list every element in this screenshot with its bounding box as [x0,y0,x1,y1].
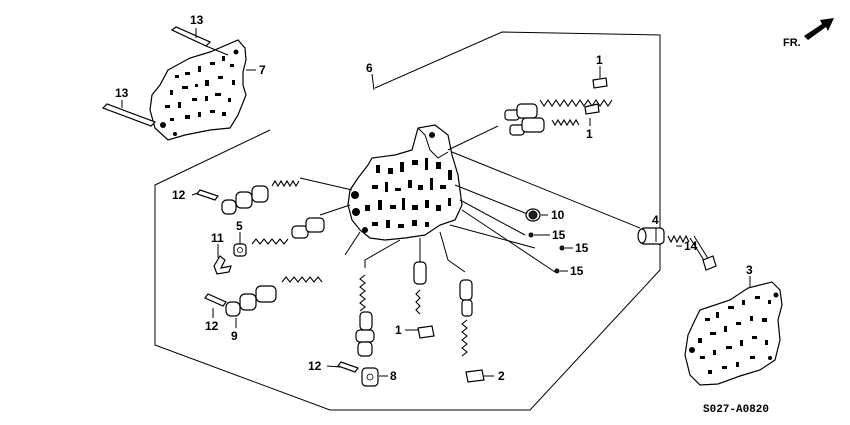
upper-separator-plate [149,39,247,141]
callout-12-bottom: 12 [308,359,322,373]
callout-6: 6 [366,61,373,75]
callout-leaders [121,28,751,377]
leader-lines [299,125,641,273]
callout-1-top: 1 [596,53,603,67]
right-side-small-parts [525,208,717,274]
callout-15-middle: 15 [575,241,589,255]
callout-numbers: 13 13 7 6 1 1 12 5 11 12 9 12 8 1 2 10 1… [115,13,753,383]
assembly-outline [154,31,661,411]
callout-10: 10 [551,208,565,222]
callout-2: 2 [498,369,505,383]
bottom-center-valve-group [337,261,485,387]
dowel-pin-upper [170,26,229,56]
left-valve-group [196,179,325,317]
callout-9: 9 [231,329,238,343]
dowel-pin-lower [101,103,157,127]
callout-5: 5 [236,219,243,233]
callout-12-middle: 12 [205,319,219,333]
forward-arrow-icon [804,18,834,40]
callout-13-upper: 13 [190,13,204,27]
callout-15-upper: 15 [552,228,566,242]
callout-14: 14 [684,239,698,253]
diagram-code: S027-A0820 [703,404,769,416]
upper-right-valve-group [504,77,613,136]
callout-15-lower: 15 [570,264,584,278]
direction-label: FR. [783,37,801,49]
callout-1-mid: 1 [586,127,593,141]
direction-marker: FR. [783,18,834,49]
main-valve-body [347,124,463,241]
callout-13-lower: 13 [115,86,129,100]
callout-4: 4 [652,213,659,227]
callout-7: 7 [259,63,266,77]
callout-1-bottom: 1 [395,323,402,337]
lower-separator-plate [684,281,783,386]
callout-11: 11 [211,231,224,245]
callout-12-upper: 12 [172,188,186,202]
callout-3: 3 [746,263,753,277]
callout-8: 8 [390,369,397,383]
